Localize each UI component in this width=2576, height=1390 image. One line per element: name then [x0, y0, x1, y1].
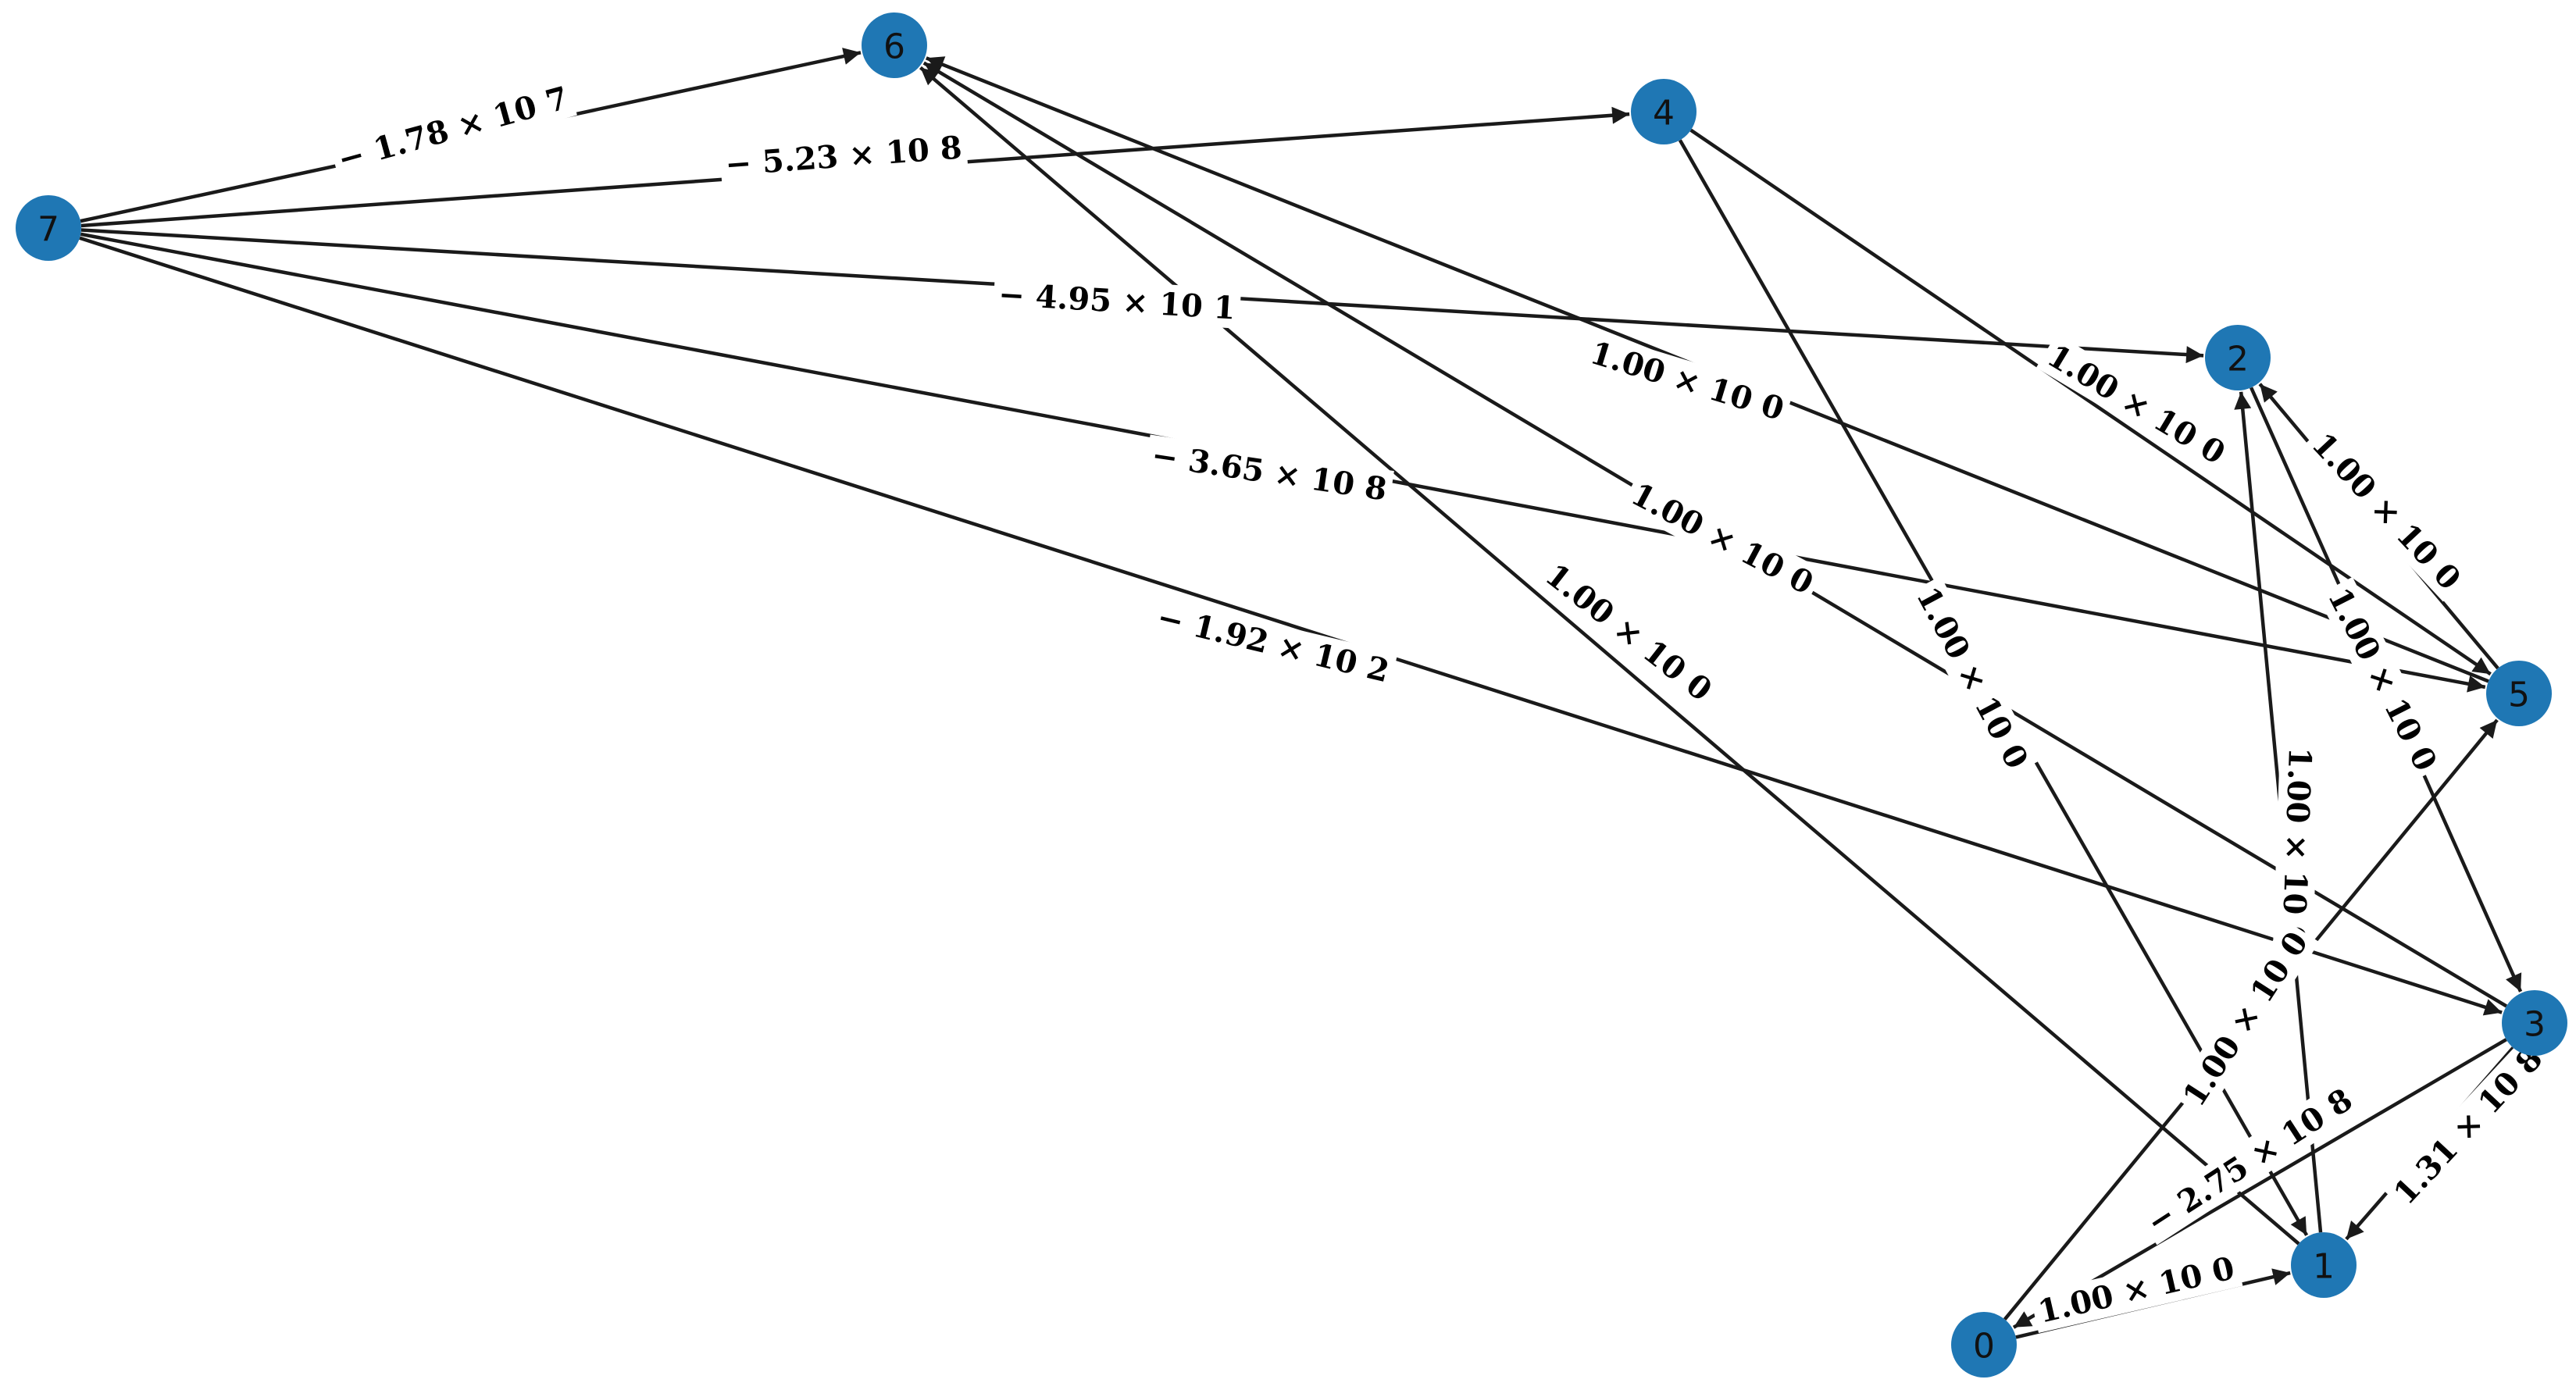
edge-label-background	[2272, 742, 2321, 953]
node-label: 0	[1973, 1327, 1995, 1367]
edge-label-0-5: 1.00 × 10 0	[2171, 920, 2320, 1118]
edge-label-background	[2382, 1035, 2555, 1217]
edge-label-background	[1144, 434, 1394, 511]
edge-label-2-3: 1.00 × 10 0	[2317, 576, 2448, 782]
node-4: 4	[1631, 79, 1697, 144]
node-circle	[1951, 1312, 2017, 1378]
node-0: 0	[1951, 1312, 2017, 1378]
edge-label-3-6: 1.00 × 10 0	[1620, 472, 1825, 606]
edge-labels-layer: − 1.78 × 10 7 − 5.23 × 10 8 − 4.95 × 10 1 −…	[329, 77, 2555, 1334]
edge-label-text: 1.00 × 10 0	[1625, 476, 1819, 602]
edge-label-text: 1.00 × 10 0	[2321, 582, 2444, 777]
edge-label-text: 1.00 × 10 0	[2035, 1249, 2238, 1330]
edge-label-background	[719, 127, 969, 185]
edge-label-background	[1905, 576, 2039, 780]
edge-label-text: 1.00 × 10 0	[1586, 334, 1789, 428]
node-circle	[2486, 661, 2552, 726]
edge-label-background	[329, 77, 577, 181]
edge-label-text: 1.00 × 10 0	[2304, 426, 2467, 597]
edge-label-background	[1533, 552, 1724, 713]
node-5: 5	[2486, 661, 2552, 726]
edge-label-text: 1.00 × 10 0	[2275, 747, 2318, 948]
edge-label-background	[2029, 1246, 2243, 1334]
edge-label-background	[2135, 1077, 2364, 1246]
node-label: 1	[2313, 1247, 2335, 1287]
node-circle	[862, 12, 927, 78]
edge-label-background	[2035, 333, 2237, 476]
node-label: 7	[37, 210, 59, 250]
edge-label-0-1: 1.00 × 10 0	[2029, 1246, 2243, 1334]
edge-label-4-1: 1.00 × 10 0	[1905, 576, 2039, 780]
edge-label-background	[992, 274, 1242, 329]
edge-label-7-2: − 4.95 × 10 1	[992, 274, 1242, 329]
edge-7-3	[79, 236, 2503, 1016]
edge-label-background	[2317, 576, 2448, 782]
edge-4-5	[1689, 128, 2492, 676]
edge-label-text: 1.00 × 10 0	[2176, 925, 2316, 1113]
edge-label-background	[1148, 596, 1398, 693]
edge-label-text: 1.31 × 10 8	[2386, 1040, 2549, 1211]
edge-label-text: − 1.78 × 10 7	[334, 80, 572, 178]
edge-label-text: − 2.75 × 10 8	[2140, 1082, 2359, 1242]
edge-label-background	[2299, 421, 2473, 602]
edge-label-background	[1620, 472, 1825, 606]
edge-label-background	[1581, 331, 1793, 431]
edge-label-1-6: 1.00 × 10 0	[1533, 552, 1724, 713]
node-circle	[16, 195, 81, 261]
edge-label-text: − 4.95 × 10 1	[997, 276, 1236, 327]
node-label: 6	[883, 27, 905, 67]
edge-label-7-4: − 5.23 × 10 8	[719, 127, 969, 185]
edge-label-7-6: − 1.78 × 10 7	[329, 77, 577, 181]
edge-label-text: − 3.65 × 10 8	[1149, 437, 1389, 508]
edge-label-7-3: − 1.92 × 10 2	[1148, 596, 1398, 693]
edge-label-background	[2171, 920, 2320, 1118]
node-label: 4	[1653, 94, 1675, 134]
node-3: 3	[2502, 990, 2567, 1056]
node-circle	[2205, 325, 2271, 390]
edge-label-text: 1.00 × 10 0	[1539, 557, 1719, 709]
node-circle	[2502, 990, 2567, 1056]
edge-label-5-6: 1.00 × 10 0	[1581, 331, 1793, 431]
edge-1-6	[919, 66, 2300, 1246]
edges-layer	[79, 48, 2523, 1339]
node-7: 7	[16, 195, 81, 261]
node-circle	[2291, 1232, 2357, 1298]
node-label: 3	[2524, 1005, 2546, 1045]
nodes-layer: 0 1 2 3 4 5 6 7	[16, 12, 2567, 1378]
edge-label-text: 1.00 × 10 0	[2041, 337, 2232, 472]
node-label: 2	[2227, 340, 2249, 380]
edge-label-7-5: − 3.65 × 10 8	[1144, 434, 1394, 511]
node-1: 1	[2291, 1232, 2357, 1298]
edge-label-1-2: 1.00 × 10 0	[2272, 742, 2321, 953]
node-6: 6	[862, 12, 927, 78]
node-label: 5	[2508, 675, 2530, 715]
node-circle	[1631, 79, 1697, 144]
edge-label-3-0: − 2.75 × 10 8	[2135, 1077, 2364, 1246]
node-2: 2	[2205, 325, 2271, 390]
edge-label-5-2: 1.00 × 10 0	[2299, 421, 2473, 602]
edge-label-text: 1.00 × 10 0	[1909, 581, 2035, 775]
